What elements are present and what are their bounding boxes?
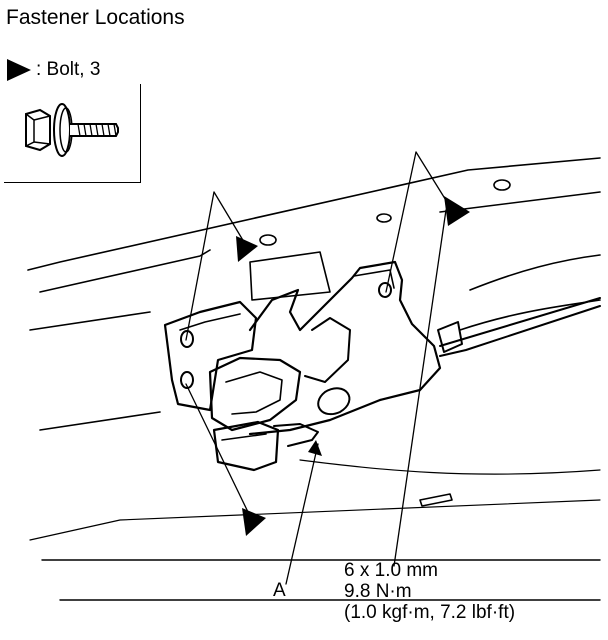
torque-spec: 6 x 1.0 mm 9.8 N·m (1.0 kgf·m, 7.2 lbf·f…	[344, 560, 515, 623]
spec-torque-alt: (1.0 kgf·m, 7.2 lbf·ft)	[344, 602, 516, 623]
panel-top-edge	[27, 157, 601, 271]
panel-hole	[259, 234, 277, 246]
callout-a-leader	[285, 443, 319, 585]
legend: : Bolt, 3	[6, 58, 100, 82]
latch-pivot	[317, 387, 351, 415]
panel-hole	[493, 179, 511, 191]
latch-mechanism	[248, 260, 442, 436]
bolt-arrow-marker	[444, 196, 470, 226]
latch-base-plate	[163, 300, 258, 412]
panel-slot	[419, 493, 453, 507]
bolt-arrow-marker	[236, 236, 258, 262]
spec-size: 6 x 1.0 mm	[344, 560, 438, 581]
callout-a-arrowhead	[308, 440, 322, 456]
leader-line	[213, 191, 245, 243]
legend-text: : Bolt, 3	[36, 59, 101, 80]
leader-line	[185, 191, 215, 341]
bolt-icon	[25, 103, 119, 157]
release-cable	[439, 297, 601, 347]
bolt-arrow-marker	[242, 508, 266, 536]
bolt-triangle-icon	[7, 59, 31, 81]
page-title: Fastener Locations	[6, 6, 185, 29]
spec-torque-nm: 9.8 N·m	[344, 581, 412, 602]
bolt-illustration-box	[4, 84, 141, 183]
bolt-hole	[180, 371, 194, 389]
spec-leader	[393, 209, 447, 567]
leader-line	[185, 383, 249, 513]
panel-hole	[376, 213, 392, 223]
callout-a: A	[273, 580, 286, 601]
leader-line	[385, 151, 417, 293]
release-lever	[212, 420, 280, 472]
bolt-hole	[378, 282, 392, 298]
bolt-hole	[180, 330, 194, 348]
